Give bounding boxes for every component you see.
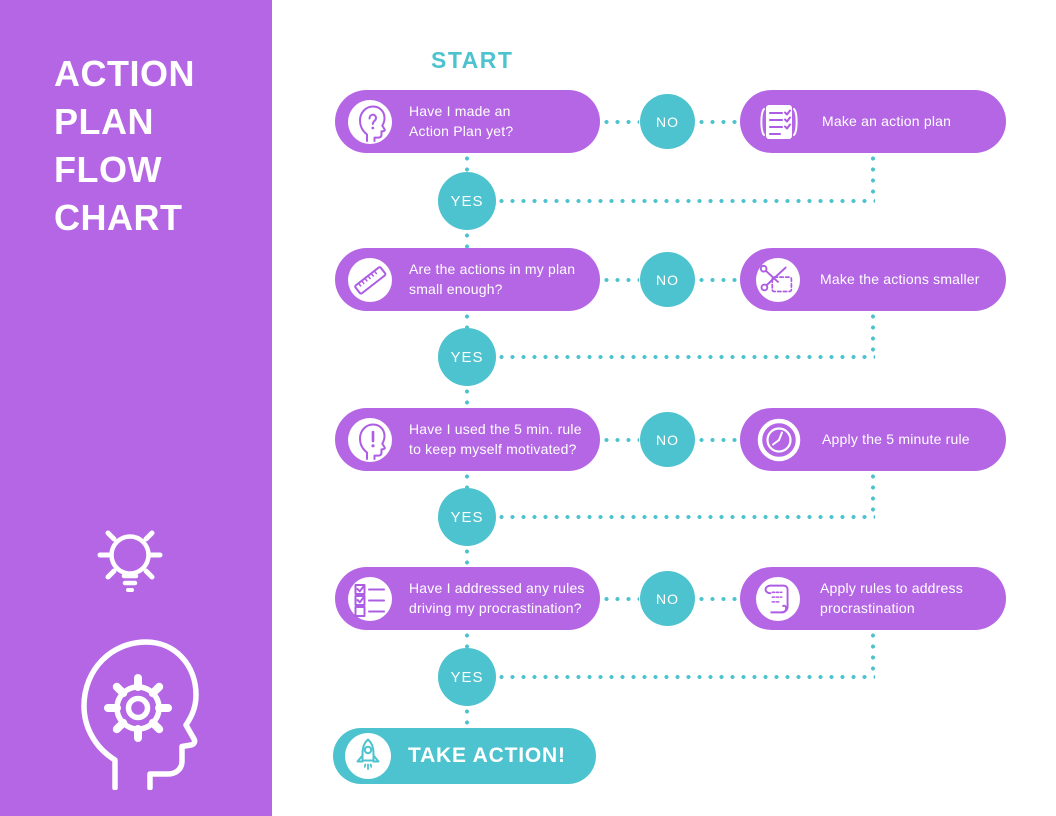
no-node-4: NO [640,571,695,626]
question-text: Have I made an Action Plan yet? [409,103,514,139]
page-title-line: CHART [54,197,183,238]
action-text: Make the actions smaller [820,270,980,287]
checklist-icon [348,576,392,621]
connector-dotted-line [696,278,739,282]
scissors-icon [756,257,800,302]
connector-dotted-line [871,630,875,675]
ruler-icon [348,257,392,302]
connector-dotted-line [465,706,469,728]
action-pill-2: Make the actions smaller [740,248,1006,311]
question-text: Have I addressed any rules driving my pr… [409,580,585,616]
connector-dotted-line [871,153,875,199]
connector-dotted-line [496,675,875,679]
connector-dotted-line [465,546,469,567]
connector-dotted-line [465,471,469,488]
connector-dotted-line [696,120,739,124]
page-title-line: ACTION [54,53,195,94]
connector-dotted-line [496,355,875,359]
action-pill-1: Make an action plan [740,90,1006,153]
head-exclamation-icon [348,417,392,462]
question-pill-2: Are the actions in my plan small enough? [335,248,600,311]
yes-node-1: YES [438,172,496,230]
connector-dotted-line [465,230,469,248]
sidebar: ACTION PLAN FLOW CHART [0,0,272,816]
no-node-2: NO [640,252,695,307]
head-gear-icon [58,612,210,790]
yes-node-4: YES [438,648,496,706]
connector-dotted-line [601,278,639,282]
question-pill-3: Have I used the 5 min. rule to keep myse… [335,408,600,471]
action-text: Apply rules to address procrastination [820,580,963,616]
page-title: ACTION PLAN FLOW CHART [54,50,269,242]
connector-dotted-line [696,597,739,601]
connector-dotted-line [601,120,639,124]
connector-dotted-line [496,515,875,519]
action-text: Make an action plan [822,112,952,129]
take-action-pill: TAKE ACTION! [333,728,596,784]
connector-dotted-line [696,438,739,442]
action-text: Apply the 5 minute rule [822,430,970,447]
connector-dotted-line [871,311,875,355]
question-text: Are the actions in my plan small enough? [409,261,576,297]
no-node-3: NO [640,412,695,467]
clock-icon [756,417,802,463]
scroll-icon [756,576,800,621]
connector-dotted-line [601,597,639,601]
lightbulb-icon [84,520,176,612]
head-question-icon [348,99,392,144]
connector-dotted-line [465,386,469,408]
connector-dotted-line [601,438,639,442]
question-text: Have I used the 5 min. rule to keep myse… [409,421,582,457]
yes-node-2: YES [438,328,496,386]
page-title-line: FLOW [54,149,162,190]
question-pill-4: Have I addressed any rules driving my pr… [335,567,600,630]
task-list-icon [756,99,802,145]
connector-dotted-line [465,630,469,648]
start-label: START [431,47,514,73]
connector-dotted-line [871,471,875,515]
page-title-line: PLAN [54,101,154,142]
connector-dotted-line [465,153,469,172]
question-pill-1: Have I made an Action Plan yet? [335,90,600,153]
action-pill-4: Apply rules to address procrastination [740,567,1006,630]
take-action-label: TAKE ACTION! [408,744,566,767]
yes-node-3: YES [438,488,496,546]
rocket-icon [345,733,391,779]
connector-dotted-line [496,199,875,203]
connector-dotted-line [465,311,469,328]
action-pill-3: Apply the 5 minute rule [740,408,1006,471]
no-node-1: NO [640,94,695,149]
